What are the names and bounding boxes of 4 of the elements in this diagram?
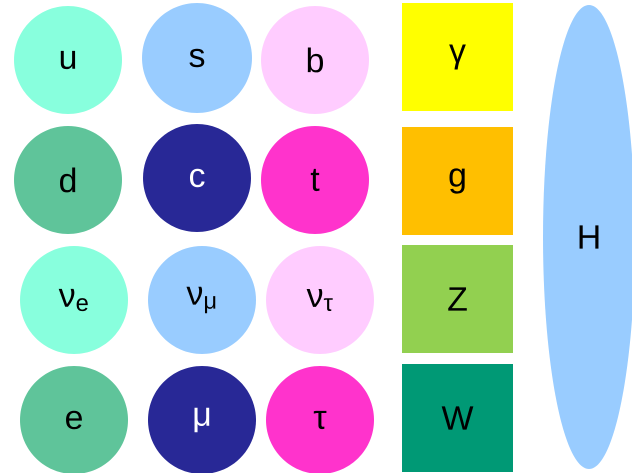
particle-square: g [402, 127, 513, 235]
particle-square: Z [402, 245, 513, 353]
particle-square: γ [402, 3, 513, 111]
particle-square: W [402, 364, 513, 472]
